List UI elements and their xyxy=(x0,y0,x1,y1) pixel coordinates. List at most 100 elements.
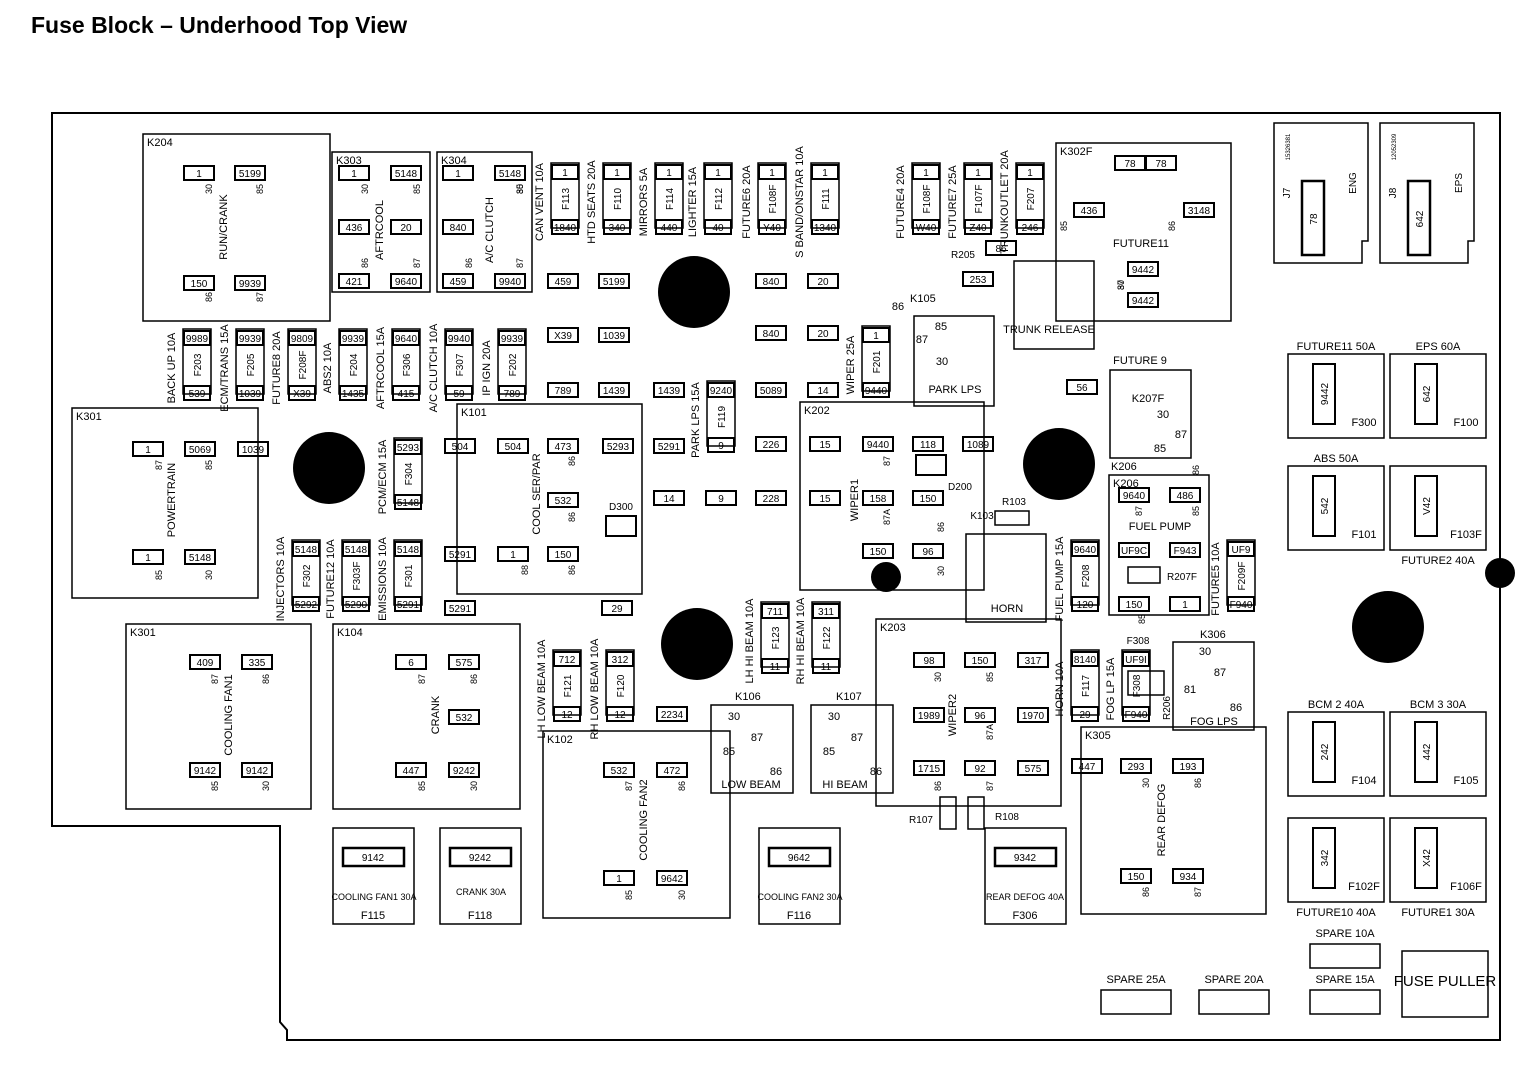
terminal-pad xyxy=(912,543,944,559)
terminal-pad xyxy=(807,382,839,398)
terminal-pad xyxy=(392,330,420,346)
relay-k206 xyxy=(1108,474,1210,616)
fuse-id: F304 xyxy=(404,462,415,485)
pin-number: 86 xyxy=(204,292,214,302)
fuse-id: F120 xyxy=(616,674,627,697)
relay-name: HI BEAM xyxy=(822,779,867,791)
fuse-id: F201 xyxy=(872,350,883,373)
maxi-fuse-id: F106F xyxy=(1450,881,1482,893)
pin-number: 86 xyxy=(1230,702,1242,714)
relay-terminal: 575 xyxy=(1025,764,1042,775)
relay-name: COOLING FAN2 xyxy=(638,779,650,860)
terminal-block: 840 xyxy=(763,329,780,340)
fuse-terminal-top: 9989 xyxy=(186,334,209,345)
relay-terminal: 1039 xyxy=(242,445,265,456)
terminal-block: 29 xyxy=(611,604,623,615)
maxi-fuse-element xyxy=(1414,363,1438,425)
terminal-pad xyxy=(444,600,476,616)
cartridge-fuse-id: F118 xyxy=(468,910,492,922)
fuse-terminal-top: 712 xyxy=(559,655,576,666)
mini-fuse-f110 xyxy=(602,162,632,229)
terminal-pad xyxy=(656,706,688,722)
relay-terminal: 1 xyxy=(351,169,357,180)
terminal-pad xyxy=(807,325,839,341)
pin-number: 86 xyxy=(1167,221,1177,231)
relay-terminal: 9442 xyxy=(1132,296,1155,307)
terminal-pad xyxy=(812,658,840,674)
fuse-id: F110 xyxy=(613,188,624,210)
relay-terminal: 5293 xyxy=(607,442,630,453)
fuse-terminal-top: 5148 xyxy=(345,545,368,556)
resistor-label: R205 xyxy=(951,250,975,261)
relay-k106 xyxy=(710,704,794,794)
relay-id: K302F xyxy=(1060,146,1093,158)
fuse-id: F204 xyxy=(349,353,360,376)
pin-number: 30 xyxy=(261,781,271,791)
fuse-label: FUTURE7 25A xyxy=(947,165,959,239)
terminal-block: 1439 xyxy=(658,386,681,397)
terminal-pad xyxy=(964,707,996,723)
terminal-pad xyxy=(1169,596,1201,612)
relay-terminal: 9640 xyxy=(395,277,418,288)
maxi-fuse-f106f xyxy=(1389,817,1487,903)
cartridge-fuse-f116 xyxy=(758,827,841,925)
terminal-pad xyxy=(338,273,370,289)
fuse-label: TRUNKOUTLET 20A xyxy=(999,149,1011,253)
fuse-label: ECM/TRANS 15A xyxy=(219,324,231,412)
relay-id: K207F xyxy=(1132,393,1165,405)
terminal-block: 56 xyxy=(1076,383,1088,394)
relay-terminal: 532 xyxy=(456,713,473,724)
maxi-fuse-f102f xyxy=(1287,817,1385,903)
terminal-pad xyxy=(394,494,422,510)
mounting-hole xyxy=(658,256,730,328)
terminal-pad xyxy=(964,760,996,776)
terminal-pad xyxy=(1183,202,1215,218)
resistor-r207f xyxy=(1127,566,1161,584)
terminal-pad xyxy=(1145,155,1177,171)
mounting-hole xyxy=(661,608,733,680)
resistor-r103 xyxy=(994,510,1030,526)
relay-id: K306 xyxy=(1200,629,1226,641)
terminal-pad xyxy=(1120,758,1152,774)
terminal-pad xyxy=(1172,758,1204,774)
pin-number: 86 xyxy=(870,766,882,778)
terminal-pad xyxy=(448,762,480,778)
fuse-terminal-top: 1 xyxy=(873,331,879,342)
terminal-pad xyxy=(392,385,420,401)
terminal-pad xyxy=(237,441,269,457)
terminal-pad xyxy=(707,382,735,398)
relay-k302f xyxy=(1055,142,1232,322)
relay-terminal: 3148 xyxy=(1188,206,1211,217)
relay-id: K206 xyxy=(1111,461,1137,473)
terminal-pad xyxy=(1071,541,1099,557)
pin-number: 30 xyxy=(933,672,943,682)
connector-value: 78 xyxy=(1309,213,1320,225)
relay-terminal: 150 xyxy=(972,656,989,667)
pin-number: 30 xyxy=(936,566,946,576)
terminal-pad xyxy=(964,219,992,235)
relay-k107 xyxy=(810,704,894,794)
fuse-terminal-top: 9939 xyxy=(501,334,524,345)
terminal-pad xyxy=(755,436,787,452)
terminal-block: 20 xyxy=(817,277,829,288)
relay-k105 xyxy=(913,315,995,407)
fuse-terminal-bottom: 11 xyxy=(770,662,781,673)
relay-id: K305 xyxy=(1085,730,1111,742)
diode-d300 xyxy=(605,515,637,537)
mini-fuse-f207 xyxy=(1015,162,1045,229)
diode-d200 xyxy=(915,454,947,476)
pin-number: 85 xyxy=(1154,443,1166,455)
terminal-pad xyxy=(241,762,273,778)
fuse-id: F112 xyxy=(714,188,725,210)
terminal-pad xyxy=(292,596,320,612)
terminal-pad xyxy=(236,385,264,401)
pin-number: 30 xyxy=(1116,280,1126,290)
fuse-id: F111 xyxy=(821,188,832,210)
relay-k304 xyxy=(436,151,533,293)
terminal-block: 20 xyxy=(817,329,829,340)
fuse-label: FOG LP 15A xyxy=(1105,657,1117,720)
mini-fuse-f308 xyxy=(1121,649,1151,716)
mini-fuse-f123 xyxy=(760,601,790,668)
spare-fuse-slot xyxy=(1100,989,1172,1015)
resistor-label: R207F xyxy=(1167,572,1197,583)
